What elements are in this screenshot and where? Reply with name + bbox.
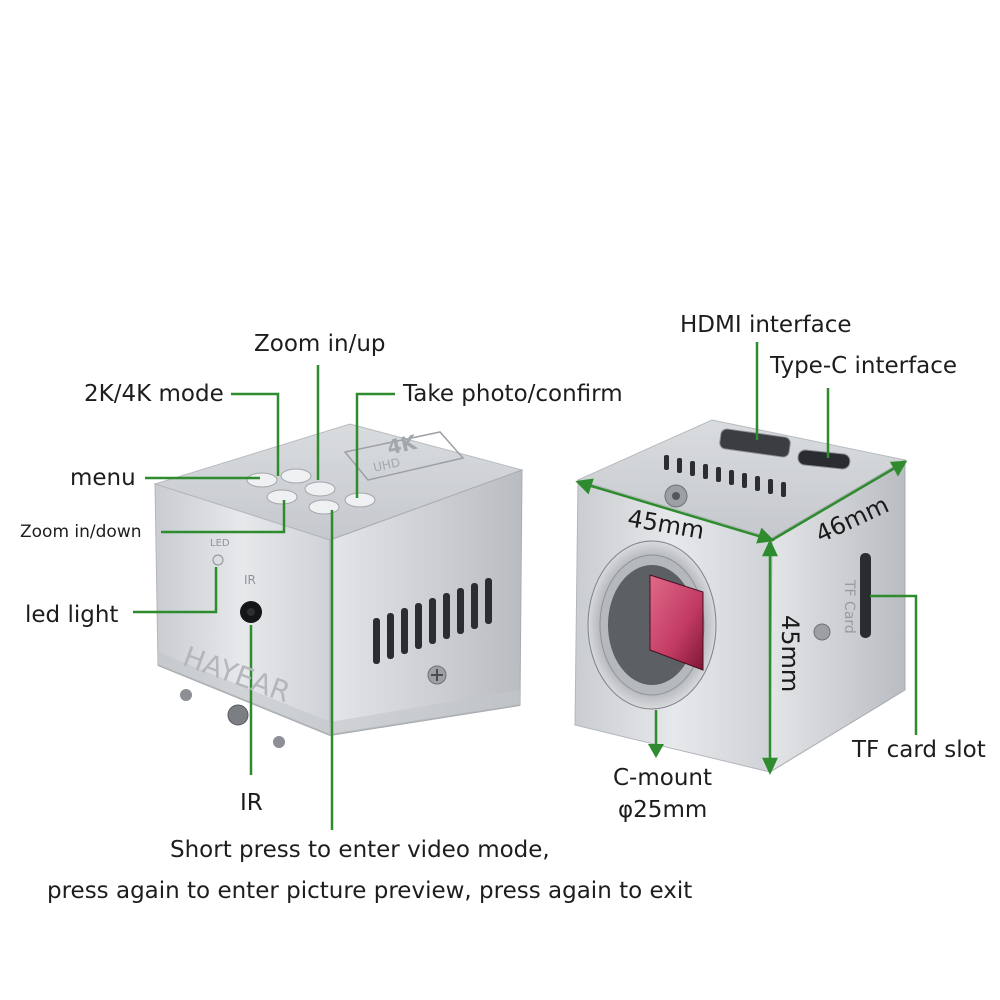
label-c-mount-diameter: φ25mm (618, 797, 708, 823)
left-camera-vents (373, 578, 492, 664)
badge-outline (343, 431, 465, 481)
tf-card-mark: TF Card (841, 580, 857, 634)
callout-lines (133, 342, 918, 830)
left-camera-buttons (246, 468, 376, 515)
led-indicator (212, 554, 224, 566)
tripod-mount (227, 704, 249, 726)
callout-tf-slot (870, 594, 918, 735)
label-led-light: led light (25, 602, 119, 628)
label-video-line2: press again to enter picture preview, pr… (47, 878, 693, 904)
label-ir: IR (240, 790, 263, 816)
callout-take-photo (355, 392, 395, 498)
label-hdmi: HDMI interface (680, 312, 852, 338)
label-take-photo: Take photo/confirm (403, 381, 623, 407)
left-camera (153, 423, 524, 748)
callout-zoom-in-down (161, 500, 286, 534)
tf-card-slot (860, 553, 871, 638)
callout-led (133, 567, 218, 614)
type-c-port (797, 449, 851, 470)
right-camera-vents (664, 455, 786, 497)
label-zoom-in-up: Zoom in/up (254, 331, 386, 357)
label-tf-slot: TF card slot (852, 737, 986, 763)
label-2k4k-mode: 2K/4K mode (84, 381, 224, 407)
label-c-mount: C-mount (613, 765, 713, 791)
c-mount-arrowhead (648, 744, 664, 758)
dimension-height: 45mm (776, 615, 804, 693)
label-video-line1: Short press to enter video mode, (170, 837, 550, 863)
dimension-arrows (575, 460, 908, 775)
image-sensor (649, 574, 704, 671)
label-menu: menu (70, 465, 136, 491)
label-type-c: Type-C interface (770, 353, 958, 379)
label-zoom-in-down: Zoom in/down (20, 522, 142, 542)
right-camera (574, 419, 907, 773)
callout-2k4k-mode (231, 392, 280, 476)
ir-mark: IR (244, 573, 256, 587)
led-mark: LED (210, 538, 230, 549)
